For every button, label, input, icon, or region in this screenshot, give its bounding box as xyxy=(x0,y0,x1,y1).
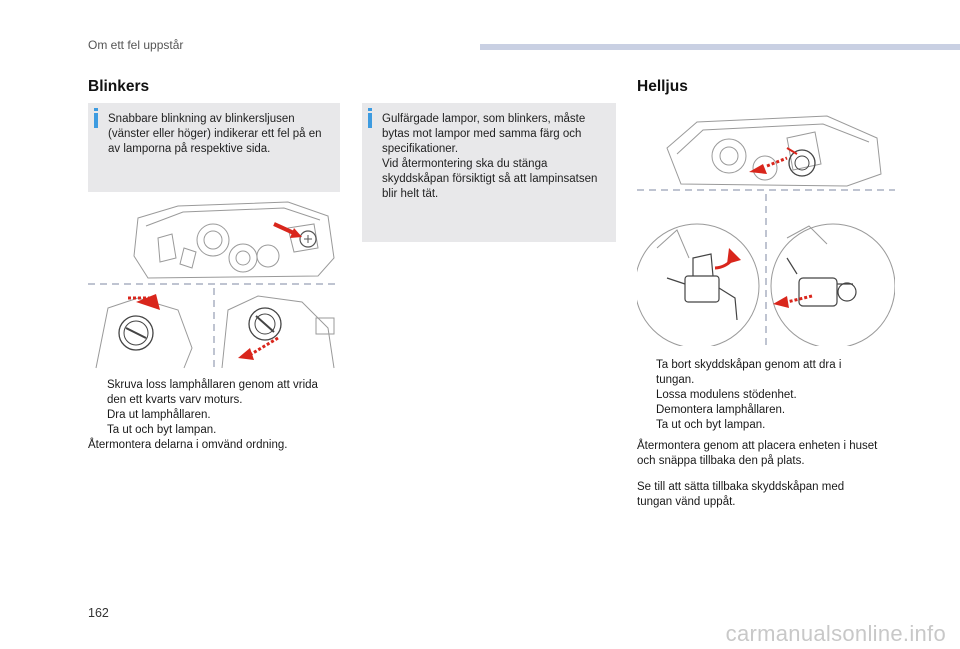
blinkers-info-box: Snabbare blinkning av blinkersljusen (vä… xyxy=(88,103,340,192)
reassembly-text: Återmontera genom att placera enheten i … xyxy=(637,439,895,469)
note-line: specifikationer. xyxy=(382,143,459,155)
info-icon xyxy=(94,108,98,128)
note-line: Snabbare blinkning av blinkersljusen xyxy=(108,113,295,125)
note-line: skyddskåpan försiktigt så att lampinsats… xyxy=(382,173,598,185)
step-item: Demontera lamphållaren. xyxy=(637,403,895,418)
headlamp-module-drawing xyxy=(637,115,895,346)
step-text: Ta ut och byt lampan. xyxy=(107,424,217,436)
para-line: tungan vänd uppåt. xyxy=(637,496,736,508)
section-header: Om ett fel uppstår xyxy=(88,38,184,52)
para-line: Se till att sätta tillbaka skyddskåpan m… xyxy=(637,481,845,493)
para-line: och snäppa tillbaka den på plats. xyxy=(637,455,805,467)
step-text: Lossa modulens stödenhet. xyxy=(656,389,797,401)
blinkers-illustration xyxy=(88,198,340,370)
step-item: Ta bort skyddskåpan genom att dra i tung… xyxy=(637,358,895,388)
headlamp-rear-drawing xyxy=(88,201,340,370)
helljus-illustration xyxy=(637,108,895,346)
step-text: Ta bort skyddskåpan genom att dra i xyxy=(656,359,842,371)
step-text: Demontera lamphållaren. xyxy=(656,404,786,416)
note-line: blir helt tät. xyxy=(382,188,439,200)
helljus-title: Helljus xyxy=(637,78,688,95)
step-text-cont: den ett kvarts varv moturs. xyxy=(107,394,243,406)
middle-info-box: Gulfärgade lampor, som blinkers, måste b… xyxy=(362,103,616,242)
blinkers-title: Blinkers xyxy=(88,78,150,95)
step-item: Ta ut och byt lampan. xyxy=(88,423,340,438)
step-text-cont: tungan. xyxy=(656,374,695,386)
cover-text: Se till att sätta tillbaka skyddskåpan m… xyxy=(637,480,895,510)
note-line: bytas mot lampor med samma färg och xyxy=(382,128,582,140)
step-text: Ta ut och byt lampan. xyxy=(656,419,766,431)
note-line: (vänster eller höger) indikerar ett fel … xyxy=(108,128,322,140)
step-item: Lossa modulens stödenhet. xyxy=(637,388,895,403)
blinkers-steps: Skruva loss lamphållaren genom att vrida… xyxy=(88,378,340,453)
para-line: Återmontera genom att placera enheten i … xyxy=(637,440,878,452)
note-line: Gulfärgade lampor, som blinkers, måste xyxy=(382,113,586,125)
page-number: 162 xyxy=(88,606,109,620)
helljus-steps: Ta bort skyddskåpan genom att dra i tung… xyxy=(637,358,895,510)
closing-text: Återmontera delarna i omvänd ordning. xyxy=(88,439,288,451)
watermark: carmanualsonline.info xyxy=(725,621,946,646)
header-bar xyxy=(480,44,960,50)
note-line: Vid återmontering ska du stänga xyxy=(382,158,548,170)
step-text: Skruva loss lamphållaren genom att vrida xyxy=(107,379,318,391)
step-item: Ta ut och byt lampan. xyxy=(637,418,895,433)
step-item: Skruva loss lamphållaren genom att vrida… xyxy=(88,378,340,408)
info-icon xyxy=(368,108,372,128)
step-item: Dra ut lamphållaren. xyxy=(88,408,340,423)
step-text: Dra ut lamphållaren. xyxy=(107,409,211,421)
note-line: av lamporna på respektive sida. xyxy=(108,143,271,155)
